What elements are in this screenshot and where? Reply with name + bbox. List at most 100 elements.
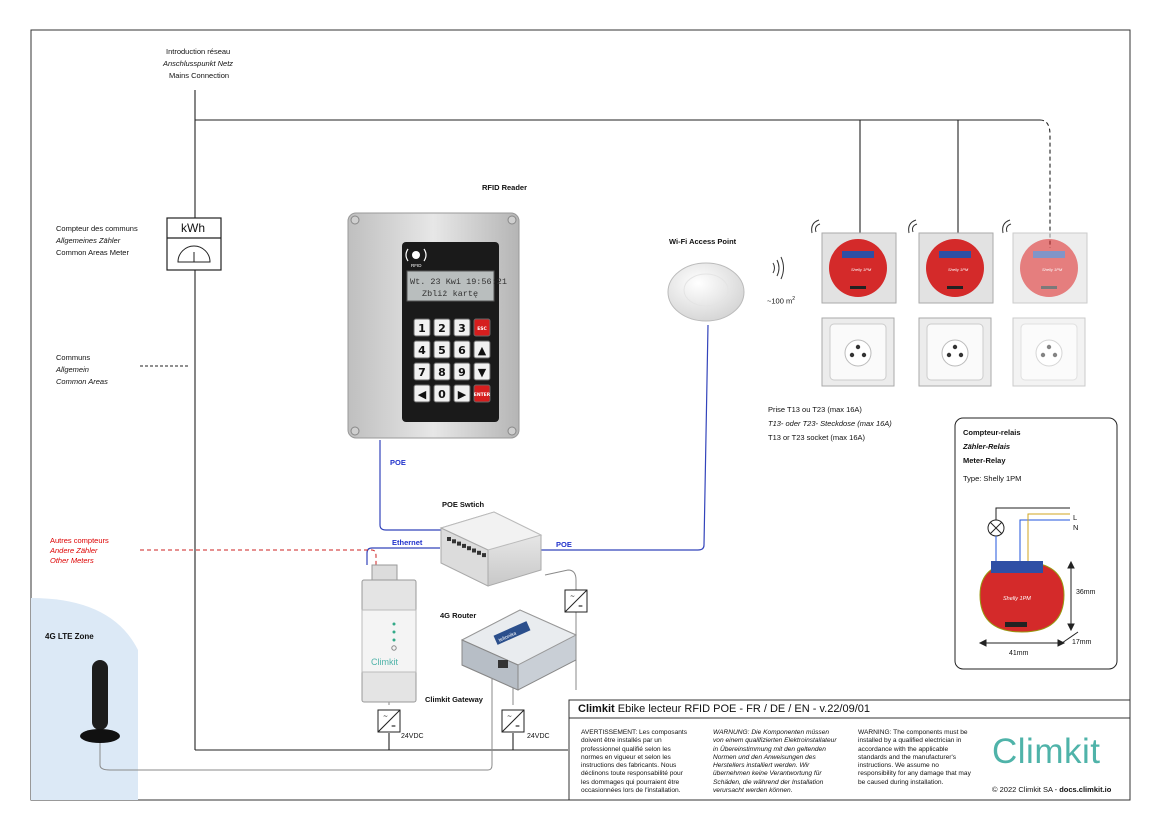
area-unit-exp: 2 (792, 296, 796, 302)
warning-de: WARNUNG: Die Komponenten müssen von eine… (713, 729, 837, 795)
key-label: ESC (477, 326, 487, 332)
shelly-logo: Shelly 1PM (948, 267, 969, 272)
key-label: 2 (438, 322, 446, 335)
socket-label-fr: Prise T13 ou T23 (max 16A) (768, 405, 862, 414)
key-label: 3 (458, 322, 466, 335)
key-digit: 9 (453, 362, 471, 381)
key-digit: 8 (433, 362, 451, 381)
key-label: 6 (458, 344, 466, 357)
key-digit: ▼ (473, 362, 491, 381)
svg-text:~: ~ (507, 713, 512, 720)
key-digit: ▲ (473, 340, 491, 359)
key-digit: ◀ (413, 384, 431, 403)
key-label: 9 (458, 366, 466, 379)
warning-en: WARNING: The components must be installe… (858, 729, 971, 786)
router-4g (460, 609, 578, 691)
key-esc: ESC (473, 318, 491, 337)
svg-text:=: = (515, 723, 520, 730)
relay-title-fr: Compteur-relais (963, 428, 1021, 437)
area-value: ~100 m (767, 296, 793, 306)
key-label: 8 (438, 366, 446, 379)
shelly-detail (979, 561, 1065, 633)
mains-label-en: Mains Connection (169, 71, 230, 80)
key-label: ENTER (474, 392, 491, 398)
ethernet-label: Ethernet (392, 538, 423, 547)
key-enter: ENTER (473, 384, 491, 403)
title-block (568, 699, 1131, 801)
key-label: 7 (418, 366, 426, 379)
lte-zone-label: 4G LTE Zone (45, 632, 94, 641)
relay-type: Type: Shelly 1PM (963, 474, 1022, 483)
socket-label-en: T13 or T23 socket (max 16A) (768, 433, 865, 442)
copyright-text: © 2022 Climkit SA - (992, 785, 1060, 794)
docs-link[interactable]: docs.climkit.io (1059, 785, 1112, 794)
gateway-logo: Climkit (371, 657, 398, 667)
other-meters-label-en: Other Meters (50, 556, 94, 565)
area-label: ~100 m2 (767, 293, 795, 308)
common-label-de: Allgemein (56, 365, 89, 374)
relay-depth-label: 17mm (1072, 639, 1092, 646)
svg-text:=: = (391, 723, 396, 730)
rfid-reader-label: RFID Reader (482, 183, 528, 192)
key-label: ▲ (478, 344, 487, 357)
title-brand: Climkit (578, 703, 615, 715)
title-line: Climkit Ebike lecteur RFID POE - FR / DE… (578, 702, 870, 716)
rfid-screen-line-1: Wt. 23 Kwi 19:56:21 (410, 277, 507, 287)
common-label-fr: Communs (56, 353, 91, 362)
key-label: 5 (438, 344, 446, 357)
key-digit: 6 (453, 340, 471, 359)
meter-label-de: Allgemeines Zähler (56, 236, 121, 245)
relay-title-en: Meter-Relay (963, 456, 1006, 465)
poe-switch-label: POE Swtich (442, 500, 485, 509)
climkit-logo: Climkit (992, 732, 1101, 771)
relay-height-label: 36mm (1076, 589, 1096, 596)
relay-title-de: Zähler-Relais (963, 442, 1011, 451)
sheet-border (30, 29, 1131, 801)
key-digit: 7 (413, 362, 431, 381)
common-areas-meter (166, 217, 222, 271)
vdc-label-2: 24VDC (527, 733, 550, 740)
key-label: ▶ (458, 388, 467, 401)
rfid-badge: RFID (411, 263, 422, 268)
wifi-access-point (667, 262, 745, 322)
key-label: 0 (438, 388, 446, 401)
title-text: Ebike lecteur RFID POE - FR / DE / EN - … (617, 703, 871, 715)
key-digit: 2 (433, 318, 451, 337)
svg-text:=: = (578, 603, 583, 610)
mains-label-fr: Introduction réseau (166, 47, 231, 56)
meter-label-en: Common Areas Meter (56, 248, 129, 257)
relay-unit-2: Shelly 1PM (918, 232, 994, 387)
key-label: ◀ (418, 388, 427, 401)
relay-n-label: N (1073, 523, 1079, 532)
mains-wiring (194, 90, 1040, 751)
key-label: 1 (418, 322, 426, 335)
power-supply-2: ~= (501, 709, 525, 733)
svg-text:~: ~ (570, 593, 575, 600)
dashed-feed (1039, 119, 1051, 248)
meter-label-fr: Compteur des communs (56, 224, 138, 233)
relay-unit-1: Shelly 1PM (821, 232, 897, 387)
key-digit: 1 (413, 318, 431, 337)
wifi-signal-icon (908, 219, 918, 234)
rfid-screen-line-2: Zbliż kartę (422, 289, 478, 299)
wifi-signal-icon (1002, 219, 1012, 234)
relay-detail-wiring (987, 507, 1070, 563)
key-label: 4 (418, 344, 426, 357)
socket-label-de: T13- oder T23- Steckdose (max 16A) (768, 419, 892, 428)
key-digit: 5 (433, 340, 451, 359)
key-digit: 3 (453, 318, 471, 337)
other-meters-label-de: Andere Zähler (50, 546, 98, 555)
key-digit: 0 (433, 384, 451, 403)
lte-antenna (80, 660, 120, 743)
key-digit: 4 (413, 340, 431, 359)
dimension-lines (978, 560, 1079, 647)
copyright: © 2022 Climkit SA - docs.climkit.io (992, 784, 1111, 796)
power-supply-1: ~= (377, 709, 401, 733)
switch-ports (447, 537, 486, 558)
relay-width-label: 41mm (1009, 650, 1029, 657)
kwh-label: kWh (181, 221, 205, 235)
lte-zone (31, 598, 138, 800)
